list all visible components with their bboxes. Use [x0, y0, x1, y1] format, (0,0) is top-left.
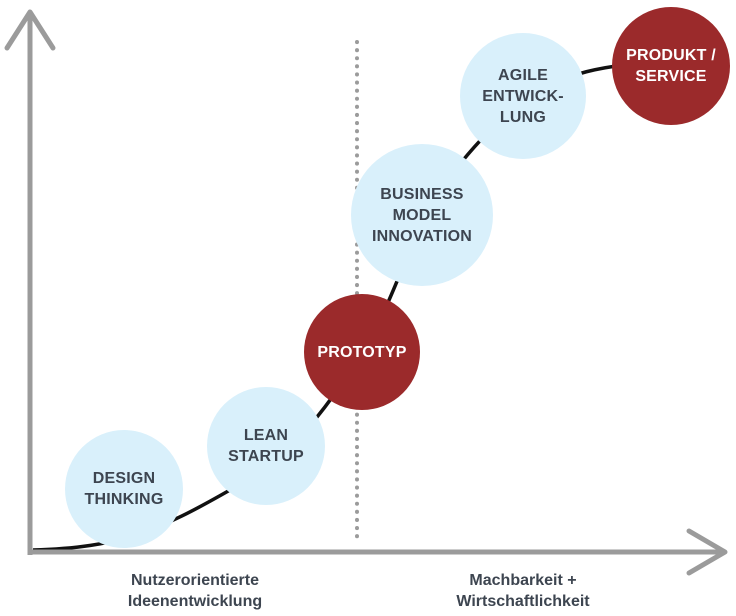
node-lean-startup: LEAN STARTUP [207, 387, 325, 505]
node-prototyp: PROTOTYP [304, 294, 420, 410]
node-label: DESIGN THINKING [84, 470, 164, 508]
x-axis-label-left: Nutzerorientierte Ideenentwicklung [127, 572, 263, 610]
node-label: AGILE ENTWICK- LUNG [482, 66, 564, 126]
node-label: PROTOTYP [317, 343, 407, 361]
node-label: BUSINESS MODEL INNOVATION [371, 185, 473, 245]
node-design-thinking: DESIGN THINKING [65, 430, 183, 548]
y-axis-arrow-icon [4, 9, 56, 555]
x-axis-arrow-icon [28, 528, 728, 576]
node-business-model-innovation: BUSINESS MODEL INNOVATION [351, 144, 493, 286]
node-produkt-service: PRODUKT / SERVICE [612, 7, 730, 125]
x-axis-label-right: Machbarkeit + Wirtschaftlichkeit [456, 572, 590, 610]
node-label: LEAN STARTUP [228, 427, 304, 465]
node-label: PRODUKT / SERVICE [626, 47, 716, 85]
node-agile-entwicklung: AGILE ENTWICK- LUNG [460, 33, 586, 159]
